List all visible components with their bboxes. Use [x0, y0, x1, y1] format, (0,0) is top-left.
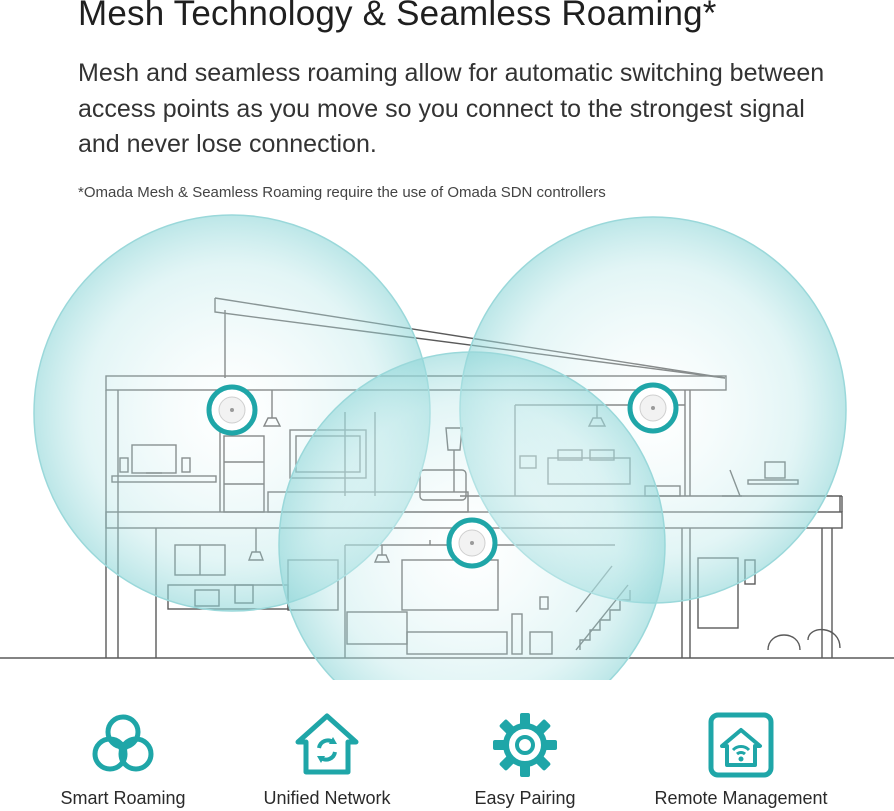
- access-point-lower-center: [446, 517, 498, 569]
- feature-remote-management: Remote Management: [641, 700, 841, 808]
- feature-row: Smart Roaming Unified Network: [0, 700, 894, 811]
- feature-unified-network: Unified Network: [227, 700, 427, 808]
- access-point-upper-left: [206, 384, 258, 436]
- page-title: Mesh Technology & Seamless Roaming*: [78, 0, 717, 33]
- description: Mesh and seamless roaming allow for auto…: [78, 59, 825, 158]
- feature-label: Remote Management: [654, 788, 828, 808]
- access-point-upper-right: [627, 382, 679, 434]
- feature-smart-roaming: Smart Roaming: [23, 700, 223, 808]
- feature-easy-pairing: Easy Pairing: [425, 700, 625, 808]
- house-illustration: [0, 214, 894, 680]
- footnote: *Omada Mesh & Seamless Roaming require t…: [78, 184, 606, 201]
- remote-management-icon: [708, 712, 774, 778]
- feature-label: Smart Roaming: [60, 788, 186, 808]
- easy-pairing-icon: [493, 713, 557, 777]
- smart-roaming-icon: [92, 714, 154, 772]
- unified-network-icon: [295, 713, 359, 775]
- feature-label: Unified Network: [263, 788, 391, 808]
- feature-label: Easy Pairing: [474, 788, 576, 808]
